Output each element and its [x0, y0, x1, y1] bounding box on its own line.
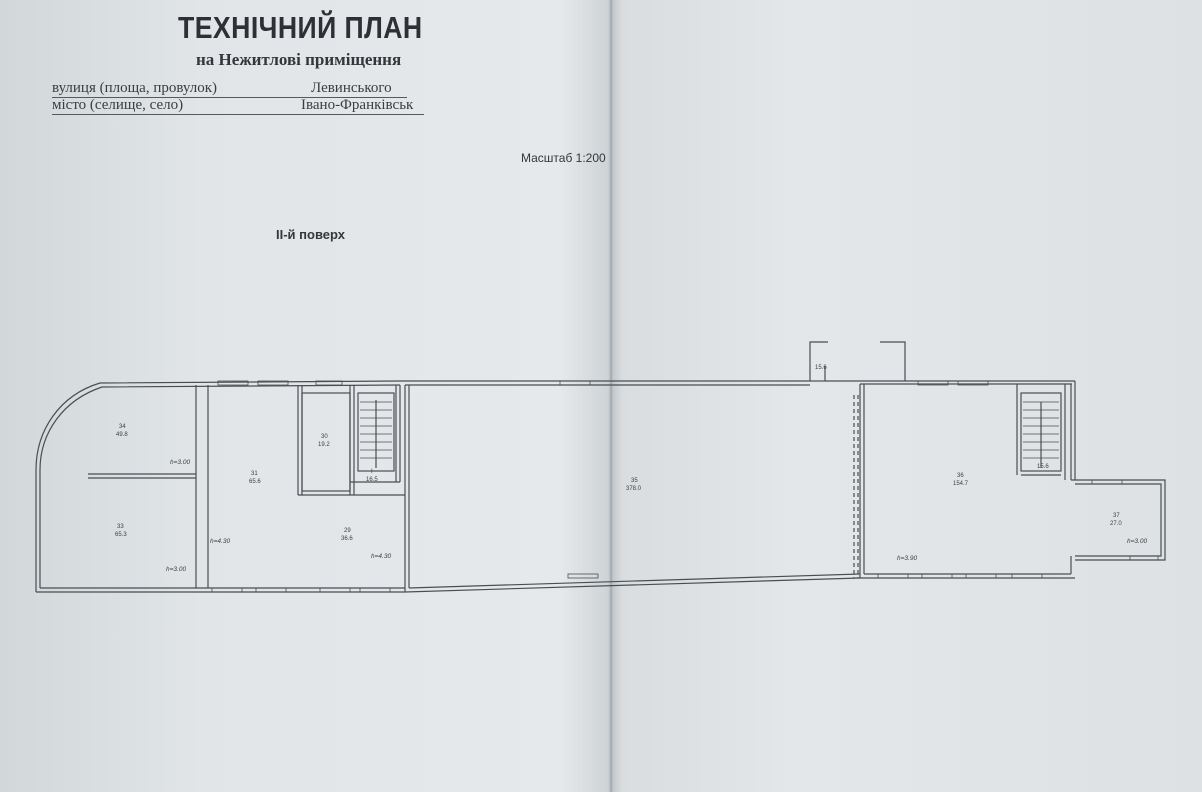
room-34-area: 49.8 [116, 432, 128, 438]
shaft-area: 15.6 [815, 365, 827, 371]
shaft-left [809, 341, 828, 381]
height-labels: h=3.00 h=3.00 h=4.30 h=4.30 h=3.90 h=3.0… [166, 459, 1147, 573]
windows [211, 380, 1159, 593]
room-labels: 34 49.8 33 65.3 31 65.6 30 19.2 29 36.6 … [115, 365, 1122, 542]
room-31-number: 31 [251, 471, 258, 477]
room-35-number: 35 [631, 478, 638, 484]
room-29-number: 29 [344, 528, 351, 534]
room-37-area: 27.0 [1110, 521, 1122, 527]
room-35-area: 378.0 [626, 486, 642, 492]
height-34: h=3.00 [170, 459, 190, 466]
height-31: h=4.30 [210, 538, 230, 545]
stair-right [1020, 392, 1062, 472]
shaft-right [880, 341, 906, 381]
hall-south-wall [404, 577, 861, 593]
document-title: ТЕХНІЧНИЙ ПЛАН [178, 10, 423, 45]
annex-walls [1071, 479, 1166, 561]
height-29: h=4.30 [371, 553, 391, 560]
room-37-number: 37 [1113, 513, 1120, 519]
street-value: Левинського [311, 80, 392, 96]
document-subtitle: на Нежитлові приміщення [196, 50, 402, 69]
stair-right-area: 15.6 [1037, 464, 1049, 470]
street-underline [52, 97, 407, 98]
room-34-number: 34 [119, 424, 126, 430]
outer-wall-left [35, 380, 401, 592]
scale-label: Масштаб 1:200 [521, 151, 606, 165]
floor-label: ІІ-й поверх [276, 227, 345, 242]
city-underline [52, 114, 424, 115]
outer-wall-left-inner [39, 384, 401, 588]
height-33: h=3.00 [166, 566, 186, 573]
room-33-area: 65.3 [115, 532, 127, 538]
room-30-number: 30 [321, 434, 328, 440]
room-i-number: I [371, 469, 373, 475]
room-36-number: 36 [957, 473, 964, 479]
page-fold [609, 0, 613, 792]
room-29-area: 36.6 [341, 536, 353, 542]
city-value: Івано-Франківськ [301, 97, 414, 113]
stair-left [357, 392, 395, 472]
room-30-area: 19.2 [318, 442, 330, 448]
room-36-area: 154.7 [953, 481, 969, 487]
room-33-number: 33 [117, 524, 124, 530]
hall-south-wall-inner [408, 573, 861, 589]
height-37: h=3.00 [1127, 538, 1147, 545]
room-31-area: 65.6 [249, 479, 261, 485]
stair-treads [360, 401, 1059, 459]
city-label: місто (селище, село) [52, 97, 184, 113]
room-i-area: 16.5 [366, 477, 378, 483]
street-label: вулиця (площа, провулок) [52, 80, 218, 96]
height-36: h=3.90 [897, 555, 917, 562]
